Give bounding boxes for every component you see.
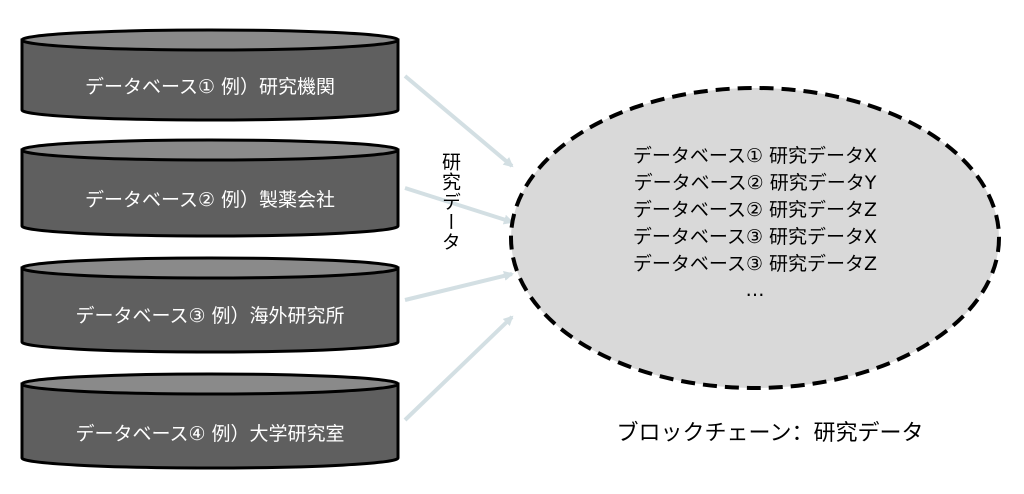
arrow-2 <box>404 186 514 225</box>
cylinder-body <box>20 382 400 470</box>
database-label-3: データベース③ 例）海外研究所 <box>75 305 344 327</box>
arrow-label: 研究データ <box>439 152 461 252</box>
record-line-5: データベース③ 研究データZ <box>633 253 877 275</box>
cylinder-top <box>20 28 400 52</box>
cylinder-body <box>20 148 400 238</box>
blockchain-records: データベース① 研究データX データベース② 研究データY データベース② 研究… <box>633 145 877 301</box>
record-line-1: データベース① 研究データX <box>633 145 877 167</box>
blockchain-caption: ブロックチェーン：研究データ <box>617 421 924 446</box>
database-cylinder-2: データベース② 例）製薬会社 <box>20 138 400 238</box>
record-ellipsis: … <box>746 279 765 301</box>
database-label-4: データベース④ 例）大学研究室 <box>75 423 344 445</box>
database-label-2: データベース② 例）製薬会社 <box>85 189 335 211</box>
arrow-1 <box>403 74 514 168</box>
cylinder-body <box>20 266 400 354</box>
database-label-1: データベース① 例）研究機関 <box>85 76 335 98</box>
cylinder-top <box>20 138 400 162</box>
cylinder-top <box>20 372 400 396</box>
database-cylinder-4: データベース④ 例）大学研究室 <box>20 372 400 470</box>
record-line-2: データベース② 研究データY <box>634 172 877 194</box>
arrow-4 <box>403 315 514 422</box>
record-line-3: データベース② 研究データZ <box>633 199 877 221</box>
database-cylinder-1: データベース① 例）研究機関 <box>20 28 400 122</box>
record-line-4: データベース③ 研究データX <box>633 226 877 248</box>
database-cylinder-3: データベース③ 例）海外研究所 <box>20 256 400 354</box>
cylinder-body <box>20 38 400 122</box>
cylinder-top <box>20 256 400 280</box>
blockchain-ellipse <box>509 86 1001 390</box>
arrow-3 <box>404 271 514 302</box>
